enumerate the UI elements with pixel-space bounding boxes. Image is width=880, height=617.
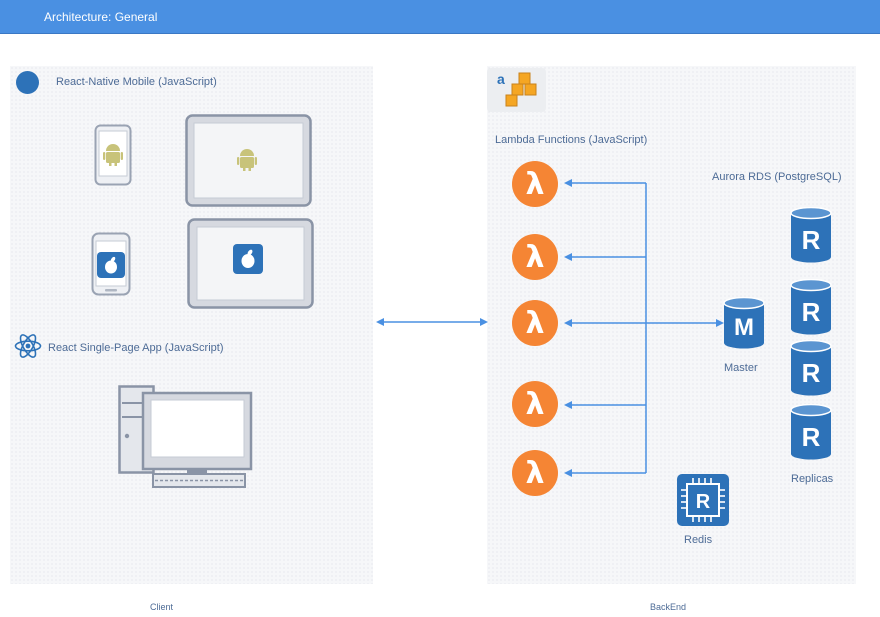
replica-database-icon: R [790,340,832,396]
svg-text:R: R [802,225,821,255]
diagram-title: Architecture: General [44,10,158,24]
aws-a: a [497,71,505,87]
react-icon [14,333,42,359]
react-native-dot-icon [16,71,39,94]
android-tablet [185,114,312,207]
svg-text:R: R [802,422,821,452]
backend-footer-label: BackEnd [650,602,687,612]
svg-text:M: M [734,314,754,341]
lambda-icon: λ [511,380,559,428]
android-icon [103,144,123,166]
client-footer-label: Client [150,602,174,612]
aurora-label: Aurora RDS (PostgreSQL) [712,171,842,183]
svg-text:λ: λ [526,240,545,275]
ipad [187,218,314,309]
apple-icon [233,244,263,274]
lambda-master-connectors [560,175,740,485]
iphone [91,232,131,296]
replica-database-icon: R [790,279,832,335]
apple-icon [97,252,125,278]
replica-database-icon: R [790,404,832,460]
lambda-icon: λ [511,160,559,208]
svg-text:R: R [802,358,821,388]
svg-text:λ: λ [526,456,545,491]
redis-label: Redis [684,534,713,546]
replicas-label: Replicas [791,473,834,485]
master-database-icon: M [723,297,765,349]
svg-text:λ: λ [526,387,545,422]
mobile-label: React-Native Mobile (JavaScript) [56,76,217,88]
lambda-icon: λ [511,233,559,281]
replica-database-icon: R [790,207,832,263]
master-label: Master [724,362,758,374]
aws-logo-icon: a [487,68,546,112]
title-bar: Architecture: General [0,0,880,34]
lambda-icon: λ [511,299,559,347]
svg-text:λ: λ [526,306,545,341]
android-icon [237,149,257,171]
lambda-icon: λ [511,449,559,497]
android-phone [94,124,132,186]
svg-text:λ: λ [526,167,545,202]
redis-chip-icon: R [677,474,729,526]
lambda-label: Lambda Functions (JavaScript) [495,134,648,146]
desktop-computer-icon [118,385,254,489]
svg-text:R: R [696,491,711,513]
svg-text:R: R [802,297,821,327]
spa-label: React Single-Page App (JavaScript) [48,342,224,354]
client-backend-connector [376,316,488,328]
